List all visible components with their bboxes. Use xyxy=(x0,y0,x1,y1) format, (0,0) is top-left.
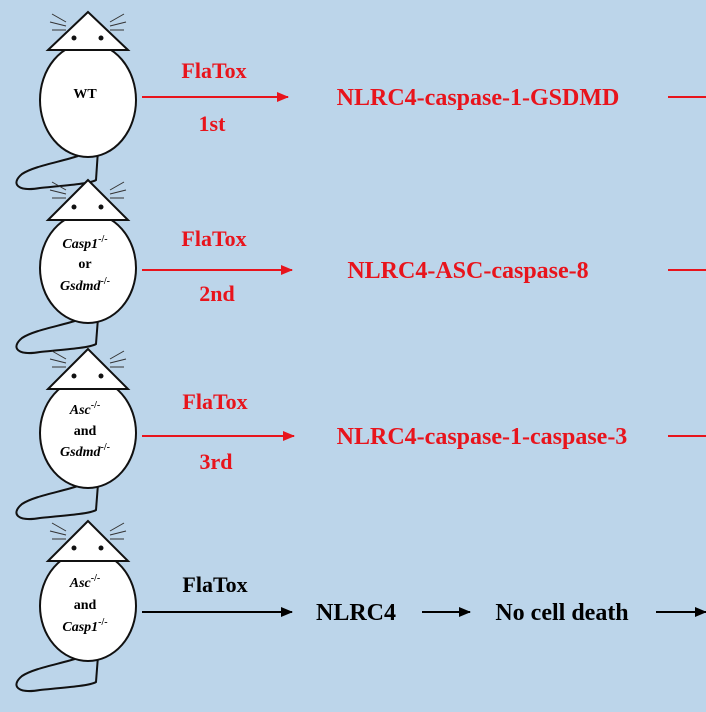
pathway-label: NLRC4-ASC-caspase-8 xyxy=(347,258,588,284)
genotype-line-2: or xyxy=(78,257,91,272)
pathway-label: NLRC4 xyxy=(316,600,396,626)
genotype-line-2: and xyxy=(74,424,97,439)
genotype-line-2: and xyxy=(74,598,97,613)
row-1: WT FlaTox 1st NLRC4-caspase-1-GSDMD xyxy=(15,10,706,190)
order-label: 1st xyxy=(199,111,227,136)
genotype-line-1: Asc-/- xyxy=(69,573,100,591)
order-label: 2nd xyxy=(199,281,234,306)
mouse-icon xyxy=(15,178,137,354)
genotype-line-3: Casp1-/- xyxy=(62,617,107,635)
genotype-line-1: Asc-/- xyxy=(69,400,100,418)
mouse-icon xyxy=(15,347,137,520)
treatment-label: FlaTox xyxy=(181,58,246,83)
outcome-label: No cell death xyxy=(495,600,628,626)
row-4: Asc-/- and Casp1-/- FlaTox NLRC4 No cell… xyxy=(15,519,706,692)
order-label: 3rd xyxy=(200,449,233,474)
pathway-label: NLRC4-caspase-1-caspase-3 xyxy=(337,424,628,450)
genotype-line-3: Gsdmd-/- xyxy=(60,276,110,294)
mouse-icon xyxy=(15,10,137,190)
pathway-label: NLRC4-caspase-1-GSDMD xyxy=(337,85,620,111)
genotype-label: WT xyxy=(73,87,97,102)
genotype-line-3: Gsdmd-/- xyxy=(60,442,110,460)
genotype-line-1: Casp1-/- xyxy=(62,234,107,252)
treatment-label: FlaTox xyxy=(182,389,247,414)
mouse-icon xyxy=(15,519,137,692)
treatment-label: FlaTox xyxy=(182,572,247,597)
row-2: Casp1-/- or Gsdmd-/- FlaTox 2nd NLRC4-AS… xyxy=(15,178,706,354)
row-3: Asc-/- and Gsdmd-/- FlaTox 3rd NLRC4-cas… xyxy=(15,347,706,520)
treatment-label: FlaTox xyxy=(181,226,246,251)
